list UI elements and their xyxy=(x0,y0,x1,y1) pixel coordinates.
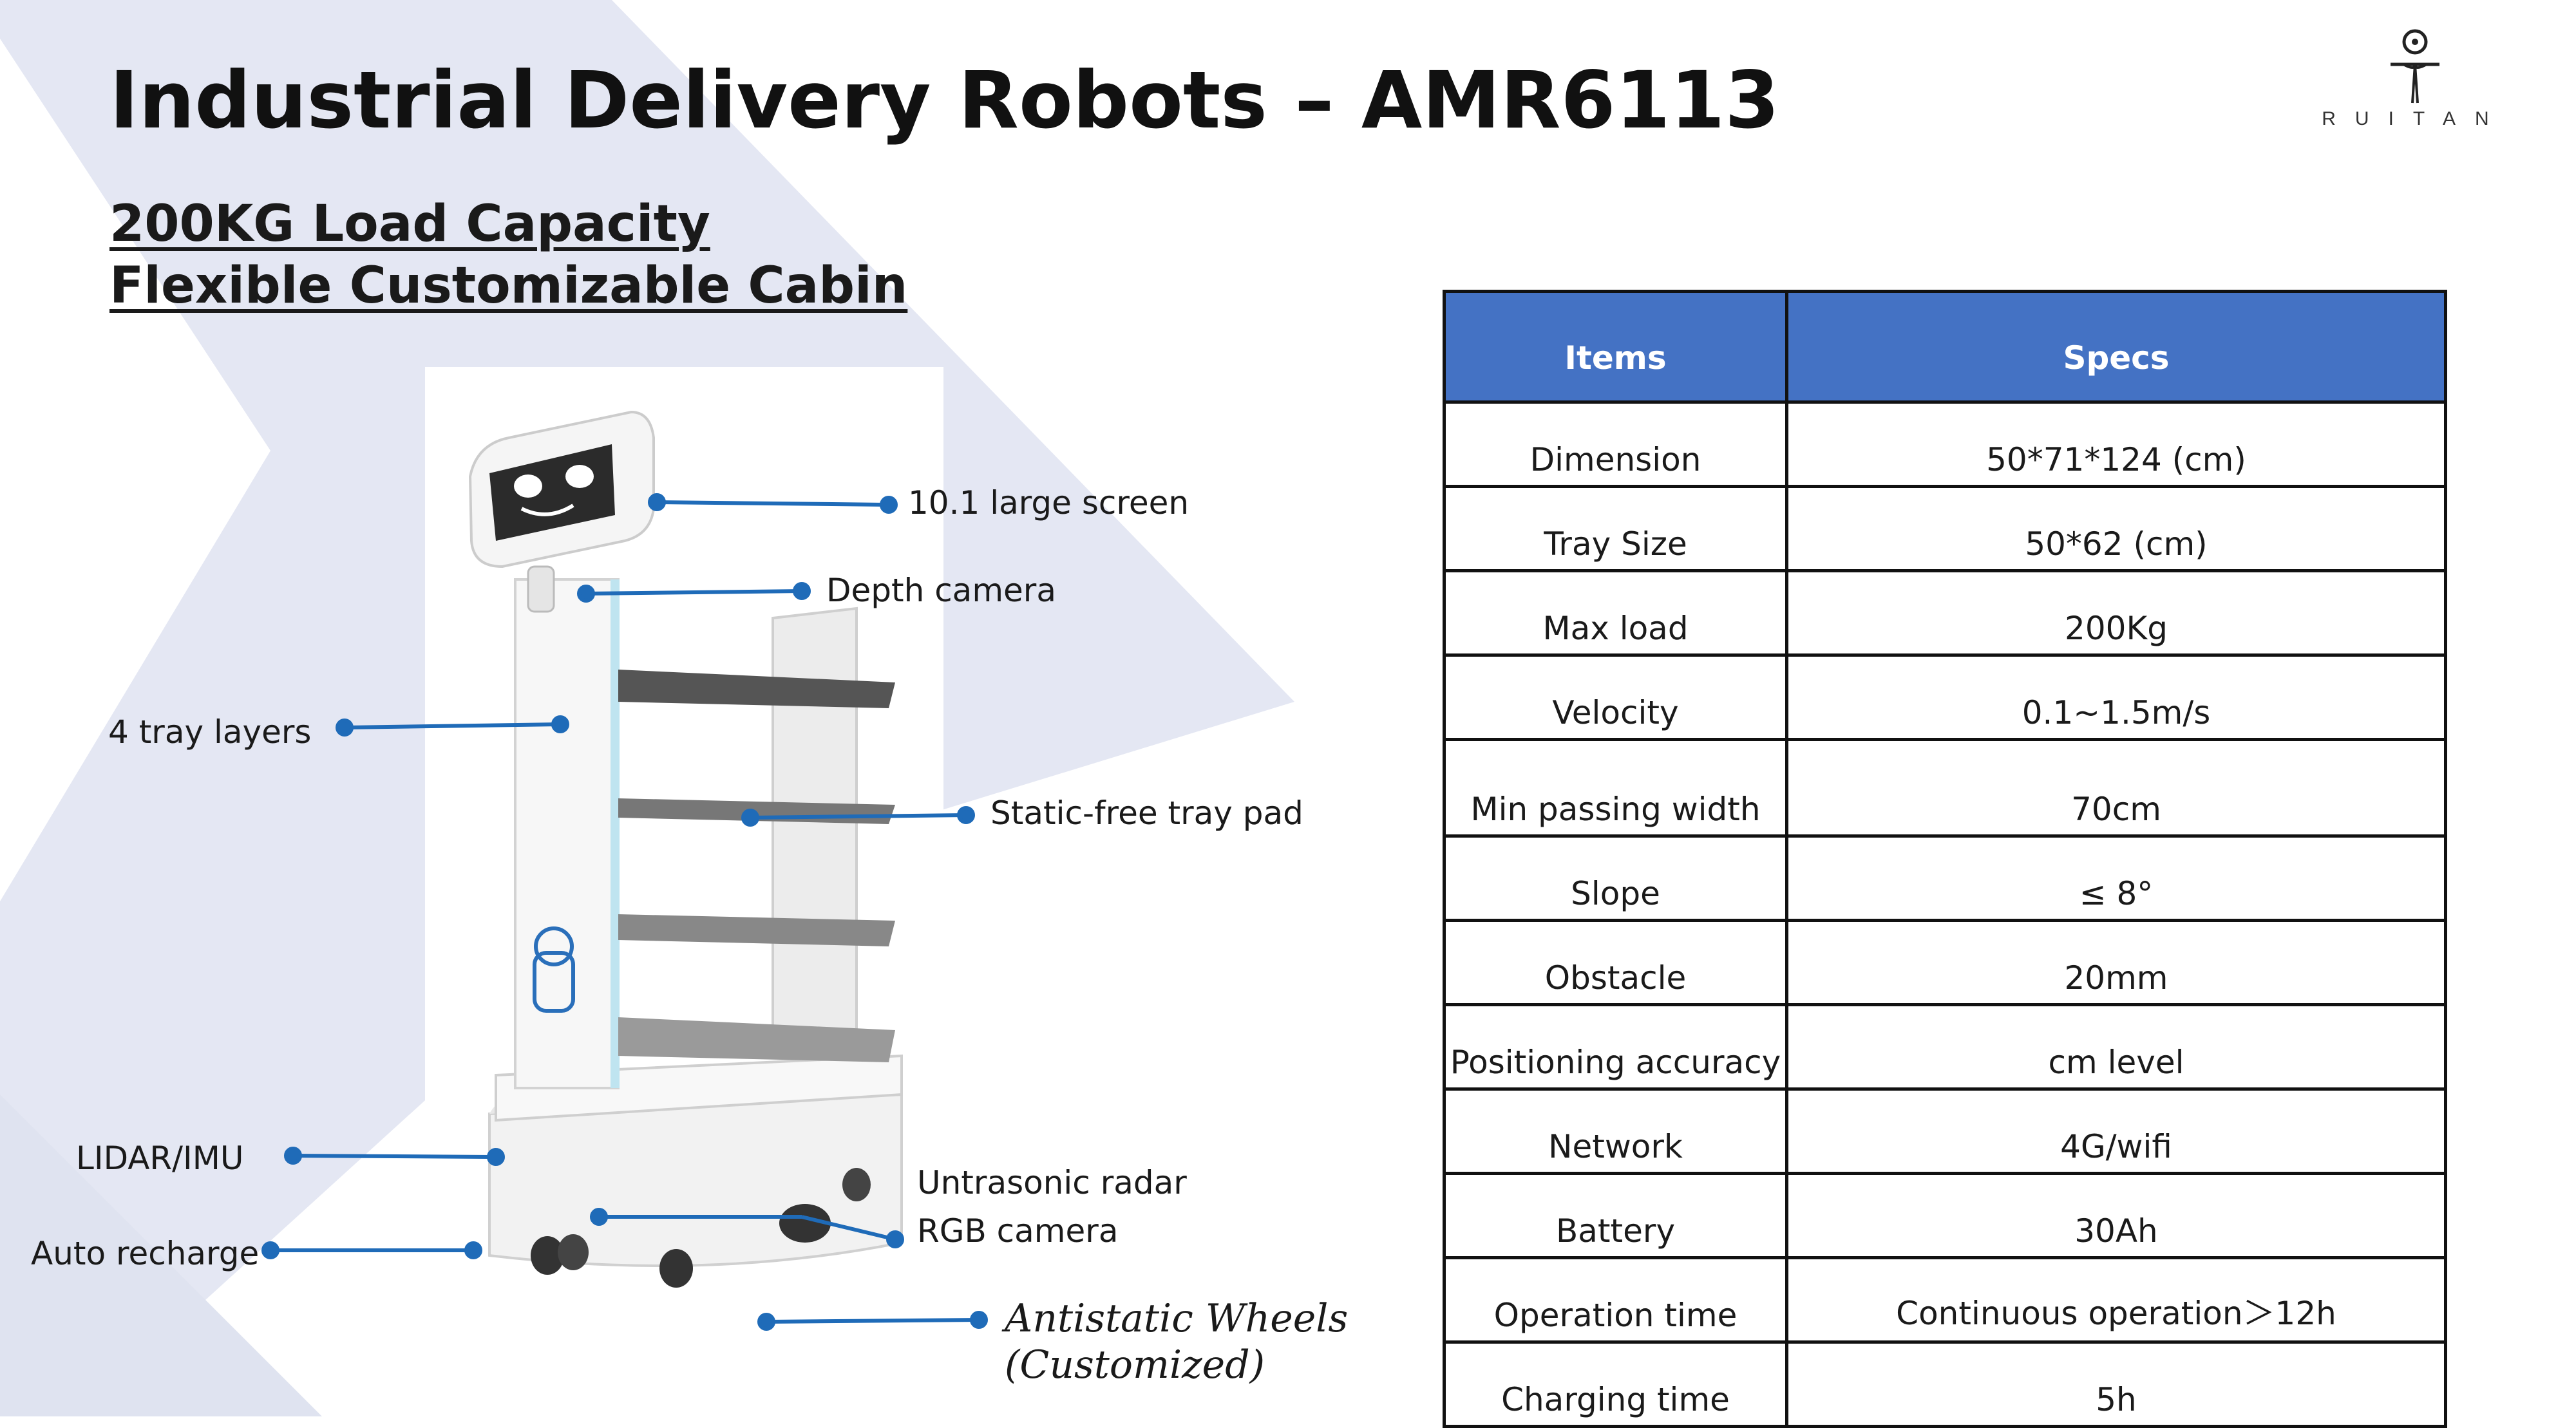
row-spec: ≤ 8° xyxy=(1785,834,2447,922)
logo-text: RUITAN xyxy=(2322,108,2508,129)
row-item: Slope xyxy=(1443,834,1788,922)
row-spec: 70cm xyxy=(1785,738,2447,838)
subtitle: 200KG Load Capacity Flexible Customizabl… xyxy=(109,193,907,317)
callout-depth-camera: Depth camera xyxy=(826,572,1056,609)
callout-ultrasonic: Untrasonic radar xyxy=(917,1164,1187,1201)
row-spec: cm level xyxy=(1785,1003,2447,1091)
subtitle-line-1: 200KG Load Capacity xyxy=(109,195,710,253)
callout-tray-layers: 4 tray layers xyxy=(108,713,312,751)
row-item: Charging time xyxy=(1443,1340,1788,1428)
header-specs: Specs xyxy=(1785,290,2447,404)
callout-screen: 10.1 large screen xyxy=(908,484,1189,521)
callout-rgb-camera: RGB camera xyxy=(917,1212,1119,1250)
row-item: Dimension xyxy=(1443,400,1788,488)
row-spec: 50*71*124 (cm) xyxy=(1785,400,2447,488)
person-antenna-icon xyxy=(2391,29,2439,104)
row-item: Operation time xyxy=(1443,1256,1788,1344)
subtitle-line-2: Flexible Customizable Cabin xyxy=(109,257,908,315)
row-item: Tray Size xyxy=(1443,485,1788,572)
row-spec: Continuous operation＞12h xyxy=(1785,1256,2447,1344)
row-item: Obstacle xyxy=(1443,919,1788,1006)
callout-tray-pad: Static-free tray pad xyxy=(990,794,1303,832)
row-item: Network xyxy=(1443,1087,1788,1175)
ruitan-logo: RUITAN xyxy=(2318,26,2512,142)
row-spec: 4G/wifi xyxy=(1785,1087,2447,1175)
table-row: Slope≤ 8° xyxy=(1443,834,2447,922)
row-spec: 30Ah xyxy=(1785,1172,2447,1259)
row-item: Velocity xyxy=(1443,653,1788,741)
callout-wheels-line-1: Antistatic Wheels xyxy=(1005,1296,1349,1341)
row-spec: 20mm xyxy=(1785,919,2447,1006)
row-spec: 50*62 (cm) xyxy=(1785,485,2447,572)
callout-lidar: LIDAR/IMU xyxy=(76,1140,244,1177)
callout-recharge: Auto recharge xyxy=(31,1235,260,1272)
row-item: Min passing width xyxy=(1443,738,1788,838)
callout-wheels-line-2: (Customized) xyxy=(1005,1342,1265,1387)
header-items: Items xyxy=(1443,290,1788,404)
row-item: Max load xyxy=(1443,569,1788,657)
row-item: Positioning accuracy xyxy=(1443,1003,1788,1091)
row-spec: 5h xyxy=(1785,1340,2447,1428)
callout-wheels: Antistatic Wheels (Customized) xyxy=(1005,1295,1348,1388)
row-item: Battery xyxy=(1443,1172,1788,1259)
row-spec: 200Kg xyxy=(1785,569,2447,657)
page-title: Industrial Delivery Robots – AMR6113 xyxy=(109,55,1780,146)
row-spec: 0.1~1.5m/s xyxy=(1785,653,2447,741)
spec-table-header: Items Specs xyxy=(1443,290,2447,404)
